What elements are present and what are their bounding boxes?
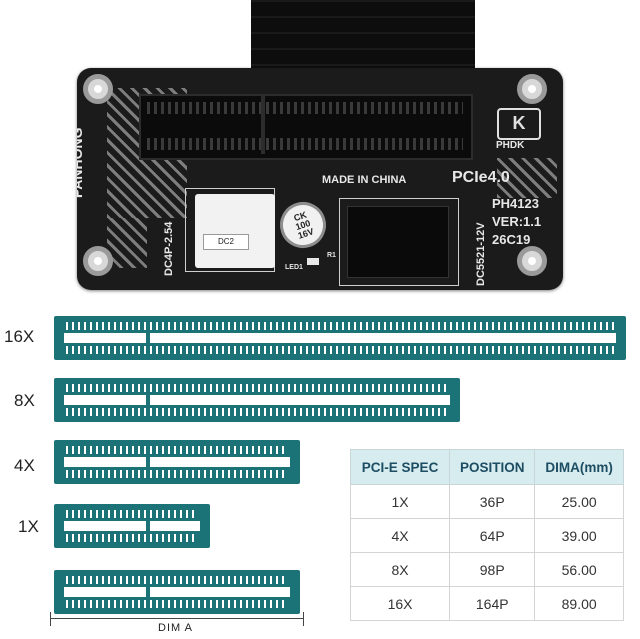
led-label: LED1 (285, 264, 303, 271)
cell-spec: 1X (349, 484, 451, 519)
cell-position: 98P (449, 552, 536, 587)
logo-text: PHDK (496, 140, 525, 151)
dc-jack (347, 206, 449, 278)
cell-position: 36P (449, 484, 536, 519)
silkscreen-hatch-right (497, 158, 557, 198)
table-row: 8X 98P 56.00 (349, 552, 624, 587)
size-label-4x: 4X (14, 456, 35, 475)
ribbon-cable (251, 0, 475, 80)
dimension-label: DIM A (158, 622, 193, 634)
silkscreen-hatch-bottom (107, 218, 147, 268)
logo-icon: K (497, 108, 541, 140)
table-row: 1X 36P 25.00 (349, 484, 624, 519)
slot-diagram-1x (54, 504, 210, 548)
cell-position: 164P (449, 586, 536, 621)
cell-spec: 4X (349, 518, 451, 553)
dimension-line (50, 618, 304, 619)
dc2-component: DC2 (203, 234, 249, 250)
spec-table: PCI-E SPEC POSITION DIMA(mm) 1X 36P 25.0… (349, 449, 624, 621)
cell-dima: 56.00 (534, 552, 624, 587)
date-code-text: 26C19 (492, 232, 531, 247)
size-label-8x: 8X (14, 391, 35, 410)
pcb-board: K PHDK PANHONG MADE IN CHINA PCIe4.0 PH4… (77, 68, 563, 290)
size-label-16x: 16X (4, 327, 35, 346)
power-connector (195, 194, 275, 268)
mounting-hole-top-right (517, 74, 547, 104)
slot-pins-top (147, 102, 463, 114)
model-text: PH4123 (492, 196, 539, 211)
slot-diagram-4x (54, 440, 300, 484)
slot-key (261, 96, 265, 154)
pcie-slot (139, 94, 473, 160)
mounting-hole-top-left (83, 74, 113, 104)
size-label-1x: 1X (18, 517, 39, 536)
mounting-hole-bottom-right (517, 246, 547, 276)
power-connector-label: DC4P-2.54 (163, 221, 175, 276)
slot-diagram-16x (54, 316, 626, 360)
led-component (307, 258, 319, 265)
mounting-hole-bottom-left (83, 246, 113, 276)
dc-jack-outline (339, 198, 459, 286)
capacitor: CK 100 16V (274, 196, 332, 254)
slot-diagram-dim (54, 570, 300, 614)
header-spec: PCI-E SPEC (349, 449, 451, 485)
standard-text: PCIe4.0 (452, 169, 510, 186)
version-text: VER:1.1 (492, 214, 542, 229)
cell-position: 64P (449, 518, 536, 553)
header-dima: DIMA(mm) (534, 449, 624, 485)
header-position: POSITION (449, 449, 536, 485)
brand-text: PANHONG (77, 127, 85, 198)
table-row: 4X 64P 39.00 (349, 518, 624, 553)
cell-dima: 39.00 (534, 518, 624, 553)
spec-table-header-row: PCI-E SPEC POSITION DIMA(mm) (349, 449, 624, 485)
made-in-text: MADE IN CHINA (322, 174, 407, 186)
cell-dima: 25.00 (534, 484, 624, 519)
resistor-label: R1 (327, 252, 336, 259)
cell-spec: 16X (349, 586, 451, 621)
table-row: 16X 164P 89.00 (349, 586, 624, 621)
cell-dima: 89.00 (534, 586, 624, 621)
dimension-tick-right (303, 612, 304, 626)
dc-jack-label: DC5521-12V (475, 222, 487, 286)
slot-pins-bottom (147, 138, 463, 150)
dimension-tick-left (50, 612, 51, 626)
cell-spec: 8X (349, 552, 451, 587)
slot-diagram-8x (54, 378, 460, 422)
